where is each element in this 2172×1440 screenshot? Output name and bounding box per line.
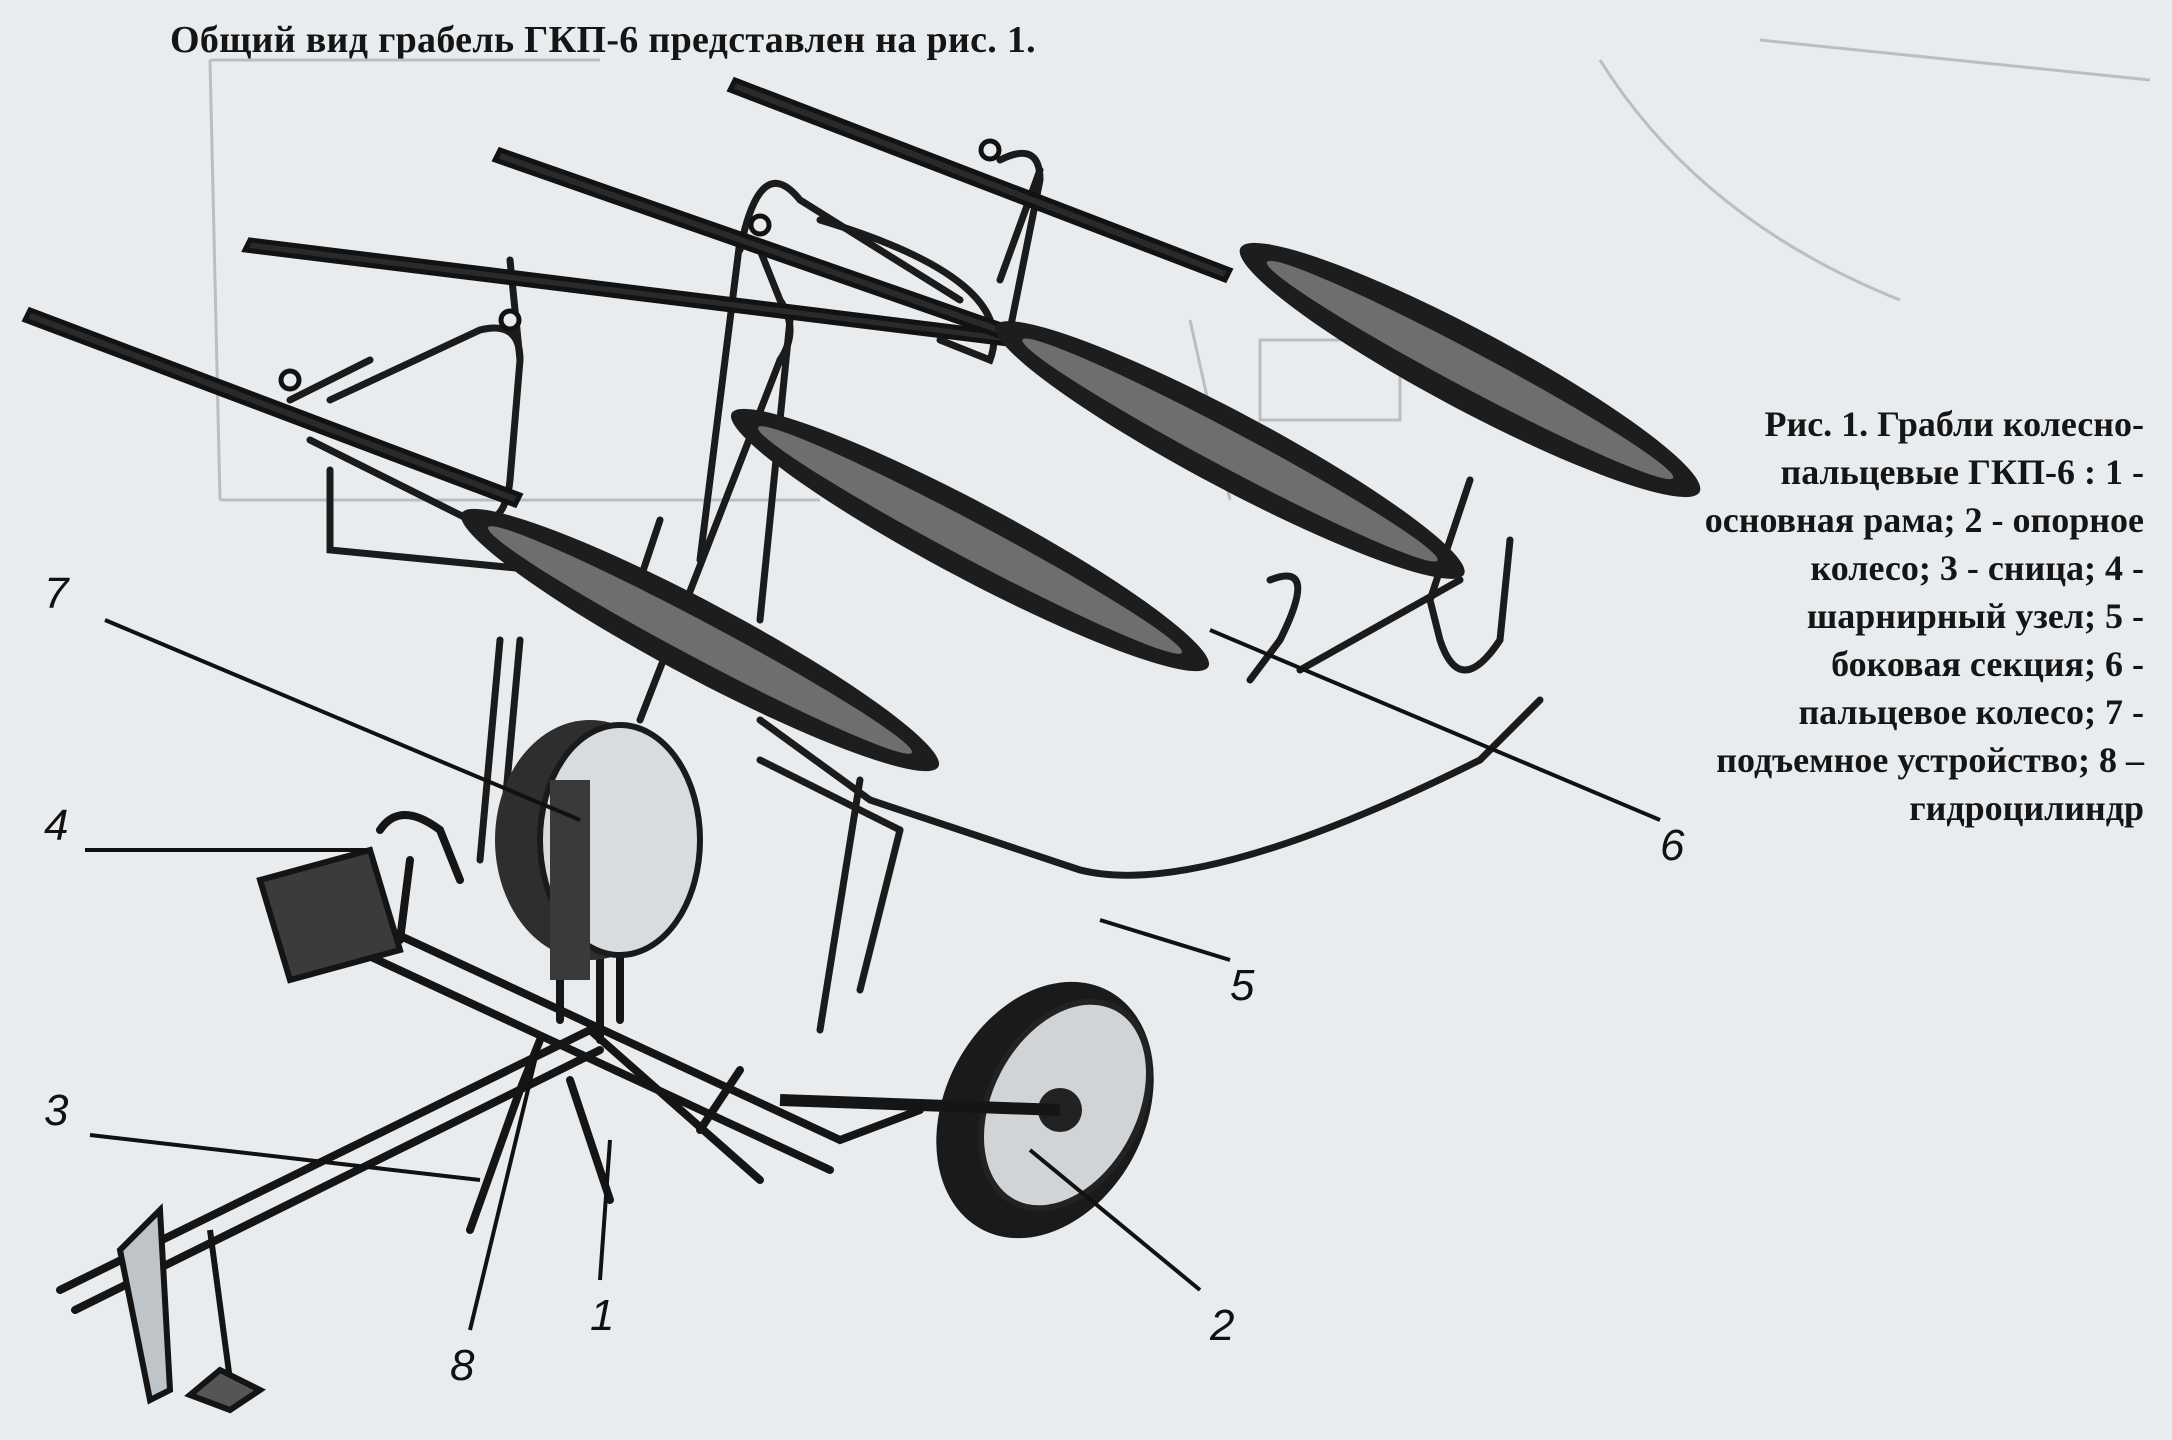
rake-frame [286, 149, 1544, 1034]
callout-4: 4 [44, 801, 68, 850]
hydraulic-cylinder [495, 720, 703, 980]
callout-7: 7 [44, 569, 70, 618]
hitch-assembly [116, 846, 404, 1414]
figure-caption: Рис. 1. Грабли колесно-пальцевые ГКП-6 :… [1704, 404, 2144, 828]
callout-5: 5 [1230, 961, 1255, 1010]
finger-wheels-lower [460, 242, 1701, 772]
finger-wheels-upper [21, 76, 1234, 509]
support-wheel [779, 981, 1154, 1239]
callout-1: 1 [590, 1291, 614, 1340]
callout-8: 8 [450, 1341, 475, 1390]
callout-6: 6 [1660, 821, 1685, 870]
callout-2: 2 [1209, 1301, 1234, 1350]
main-frame [56, 756, 924, 1314]
page-heading: Общий вид грабель ГКП-6 представлен на р… [170, 19, 1036, 61]
callout-leaders [85, 618, 1661, 1331]
callout-3: 3 [44, 1086, 69, 1135]
